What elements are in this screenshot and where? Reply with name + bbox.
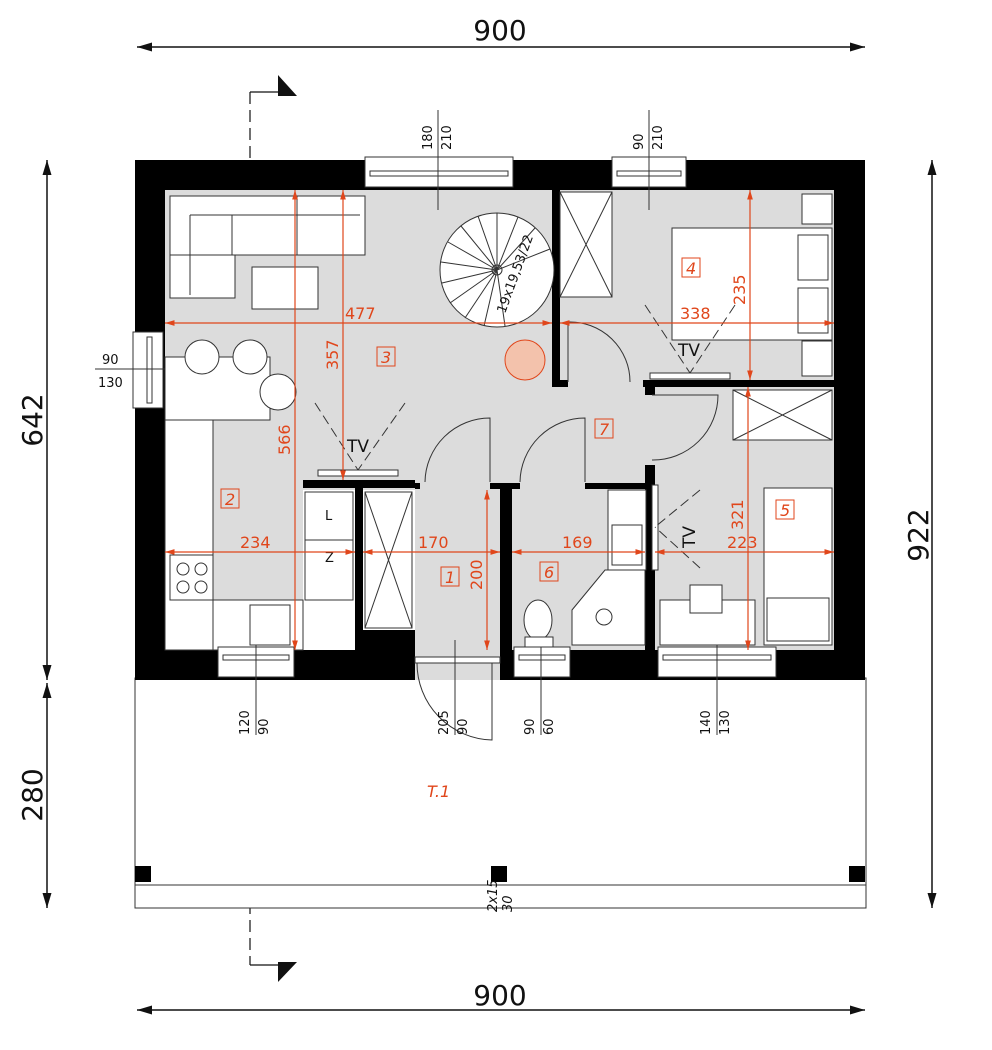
window-5-bottom: 90 bbox=[456, 718, 471, 735]
tv-label-1: TV bbox=[346, 437, 369, 457]
step-dim-2: 30 bbox=[501, 895, 516, 912]
dim-338: 338 bbox=[680, 304, 711, 323]
fridge-L: L bbox=[325, 509, 333, 524]
room-2: 2 bbox=[225, 490, 235, 509]
window-4-bottom: 90 bbox=[257, 718, 272, 735]
kitchen-sink bbox=[249, 604, 291, 646]
windows: 180 210 90 210 90 130 120 90 20 bbox=[95, 110, 777, 741]
window-1-bottom: 210 bbox=[440, 125, 455, 150]
window-6-top: 90 bbox=[523, 718, 538, 735]
window-7-top: 140 bbox=[699, 710, 714, 735]
dim-169: 169 bbox=[562, 533, 593, 552]
dim-321: 321 bbox=[728, 499, 747, 530]
room-terrace: T.1 bbox=[427, 782, 450, 801]
window-4-top: 120 bbox=[238, 710, 253, 735]
fridge-Z: Z bbox=[325, 551, 334, 566]
room-6: 6 bbox=[544, 563, 554, 582]
room-4: 4 bbox=[686, 259, 696, 278]
dim-200: 200 bbox=[467, 559, 486, 590]
window-7-bottom: 130 bbox=[718, 710, 733, 735]
left-upper-dim: 642 bbox=[16, 393, 49, 446]
window-3-top: 90 bbox=[102, 353, 119, 368]
tv-label-3: TV bbox=[680, 526, 700, 549]
room-dimensions: 477 338 235 357 566 234 170 200 169 223 … bbox=[165, 190, 834, 650]
stove bbox=[169, 554, 214, 601]
room-1: 1 bbox=[445, 568, 455, 587]
dim-223: 223 bbox=[727, 533, 758, 552]
toilet bbox=[523, 599, 553, 641]
room-3: 3 bbox=[381, 348, 391, 367]
window-3-bottom: 130 bbox=[98, 376, 123, 391]
room-5: 5 bbox=[780, 501, 790, 520]
window-6-bottom: 60 bbox=[542, 718, 557, 735]
dim-170: 170 bbox=[418, 533, 449, 552]
step-dim: 2x15 bbox=[486, 879, 501, 912]
dim-477: 477 bbox=[345, 304, 376, 323]
dim-234: 234 bbox=[240, 533, 271, 552]
right-total-dim: 922 bbox=[902, 508, 935, 561]
dim-235: 235 bbox=[730, 274, 749, 305]
spiral-stairs: 19x19,53/22 bbox=[439, 212, 555, 328]
window-1-top: 180 bbox=[421, 125, 436, 150]
tv-label-2: TV bbox=[677, 341, 700, 361]
top-width-dim: 900 bbox=[473, 14, 526, 47]
coffee-table bbox=[251, 266, 319, 310]
window-5-top: 205 bbox=[437, 710, 452, 735]
dim-357: 357 bbox=[323, 339, 342, 370]
room-numbers: 1 2 3 4 5 6 7 bbox=[220, 257, 795, 587]
overall-dimensions: 900 900 642 280 922 bbox=[16, 14, 937, 1015]
terrace: 2x15 30 T.1 bbox=[134, 677, 867, 912]
bottom-width-dim: 900 bbox=[473, 979, 526, 1012]
room-7: 7 bbox=[599, 420, 610, 439]
window-2-bottom: 210 bbox=[651, 125, 666, 150]
left-lower-dim: 280 bbox=[16, 768, 49, 821]
dim-566: 566 bbox=[275, 424, 294, 455]
window-2-top: 90 bbox=[632, 133, 647, 150]
tv-sight bbox=[314, 304, 736, 569]
